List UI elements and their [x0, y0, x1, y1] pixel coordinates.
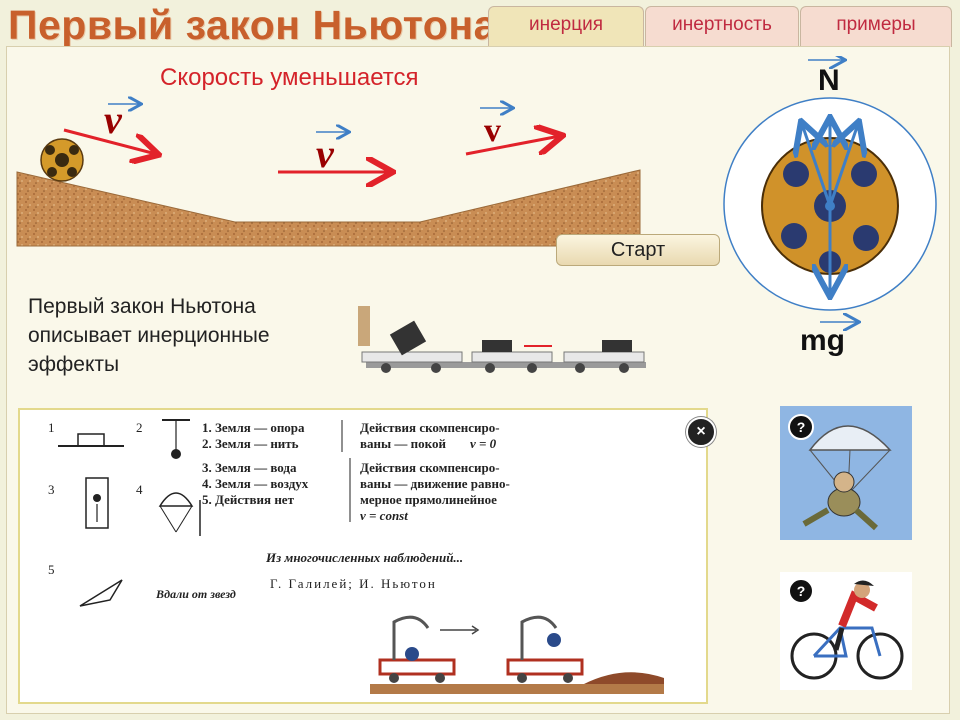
- force-arrow-right: [828, 124, 858, 207]
- force-diagram: [723, 56, 937, 376]
- figure-number-3: 3: [48, 482, 55, 497]
- result-1-line-3: v = 0: [470, 436, 497, 451]
- help-icon-cyclist[interactable]: ?: [788, 578, 814, 604]
- tab-inertness[interactable]: инертность: [645, 6, 799, 47]
- velocity-arrow-1: [63, 128, 156, 154]
- soccer-ball: [40, 138, 84, 182]
- parachutist-image: [802, 425, 892, 531]
- speed-caption: Скорость уменьшается: [160, 64, 419, 91]
- velocity-arrow-3: [465, 136, 560, 156]
- case-4: 4. Земля — воздух: [202, 476, 309, 491]
- observations-text: Из многочисленных наблюдений...: [265, 550, 463, 565]
- star-caption: Вдали от звезд: [155, 587, 236, 601]
- ground-slope: [16, 169, 641, 247]
- figure-number-5: 5: [48, 562, 55, 577]
- case-2: 2. Земля — нить: [202, 436, 299, 451]
- help-icon-parachutist[interactable]: ?: [788, 414, 814, 440]
- result-2-line-2: ваны — движение равно-: [360, 476, 510, 491]
- page-title: Первый закон Ньютона: [8, 2, 497, 48]
- result-1-line-2: ваны — покой: [360, 436, 446, 451]
- close-panel-button[interactable]: ×: [686, 417, 716, 447]
- gravity-force-label: mg: [800, 324, 845, 357]
- result-2-line-1: Действия скомпенсиро-: [360, 460, 500, 475]
- cyclist-image: [790, 580, 904, 680]
- tab-inertia[interactable]: инерция: [488, 6, 644, 47]
- result-2-line-3: мерное прямолинейное: [360, 492, 497, 507]
- figure-number-2: 2: [136, 420, 143, 435]
- figure-number-4: 4: [136, 482, 143, 497]
- case-3: 3. Земля — вода: [202, 460, 297, 475]
- velocity-label-2: v: [316, 131, 334, 176]
- case-5: 5. Действия нет: [202, 492, 295, 507]
- velocity-label-1: v: [104, 97, 122, 142]
- force-arrow-left: [802, 124, 832, 207]
- law-description: Первый закон Ньютона описывает инерционн…: [28, 295, 270, 376]
- figure-number-1: 1: [48, 420, 55, 435]
- start-button[interactable]: Старт: [556, 234, 720, 266]
- case-1: 1. Земля — опора: [202, 420, 305, 435]
- velocity-label-3: v: [484, 112, 501, 149]
- scheme-figure: 1 2 3 4 5 1. Земля — опора 2. Земля — ни…: [48, 419, 664, 698]
- result-2-line-4: v = const: [360, 508, 408, 523]
- motion-scene: [16, 0, 641, 247]
- carts-illustration: [358, 306, 646, 373]
- authors-text: Г. Галилей; И. Ньютон: [270, 576, 437, 591]
- tab-examples[interactable]: примеры: [800, 6, 952, 47]
- normal-force-label: N: [818, 64, 840, 97]
- result-1-line-1: Действия скомпенсиро-: [360, 420, 500, 435]
